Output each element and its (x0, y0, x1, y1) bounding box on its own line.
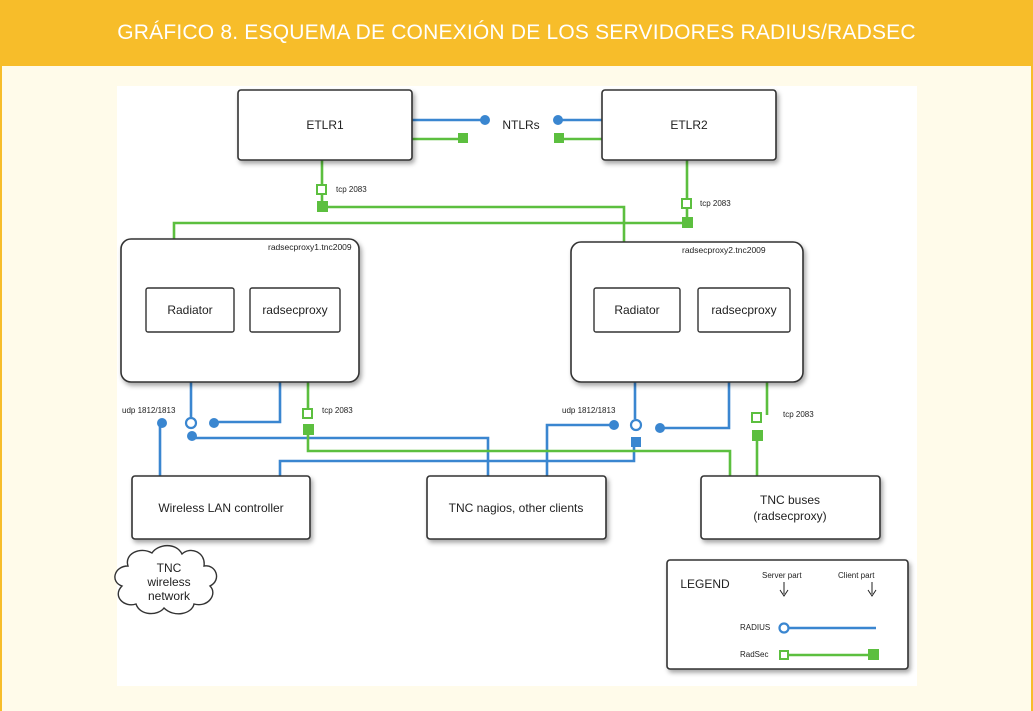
figure-title: GRÁFICO 8. ESQUEMA DE CONEXIÓN DE LOS SE… (117, 21, 916, 44)
radius-server-marker (629, 418, 643, 432)
tnc-wireless-network-cloud (114, 544, 218, 615)
legend-radsec-server-marker (779, 650, 789, 660)
radsec-client-marker (317, 201, 328, 212)
radius-client-marker (609, 420, 619, 430)
cloud-label-line3: network (148, 589, 191, 603)
radsecproxy2-host-box (570, 241, 804, 383)
radsec-client-marker (303, 424, 314, 435)
radsec-server-marker (751, 412, 762, 423)
legend-radius-label: RADIUS (740, 623, 770, 632)
radius-client-marker (157, 418, 167, 428)
buses-label-line1: TNC buses (760, 493, 820, 507)
radsec-client-marker (682, 217, 693, 228)
legend-title: LEGEND (680, 577, 730, 591)
legend-server-part-label: Server part (762, 571, 802, 580)
client-part-arrowhead (867, 589, 877, 597)
legend-radsec-label: RadSec (740, 650, 768, 659)
radius-server-marker (184, 416, 198, 430)
diagram-panel: ETLR1 ETLR2 NTLRs radsecproxy1.tnc2009 r… (0, 66, 1033, 711)
tnc-buses-box (700, 475, 881, 540)
cloud-label-line1: TNC (157, 561, 182, 575)
radius-client-marker (187, 431, 197, 441)
figure-header: GRÁFICO 8. ESQUEMA DE CONEXIÓN DE LOS SE… (0, 0, 1033, 66)
radiator2-box (593, 287, 681, 333)
legend-radius-server-marker (778, 622, 790, 634)
radius-client-marker (209, 418, 219, 428)
tnc-nagios-box (426, 475, 607, 540)
buses-label-line2: (radsecproxy) (753, 509, 826, 523)
radsec-client-marker (458, 133, 468, 143)
server-part-arrowhead (779, 589, 789, 597)
wlc-label: Wireless LAN controller (158, 501, 283, 515)
etlr2-box (601, 89, 777, 161)
ntlrs-label: NTLRs (502, 118, 539, 132)
proxy2-tcp-label: tcp 2083 (783, 410, 814, 419)
wireless-lan-controller-box (131, 475, 311, 540)
etlr2-tcp-label: tcp 2083 (700, 199, 731, 208)
etlr2-label: ETLR2 (670, 118, 708, 132)
etlr1-tcp-label: tcp 2083 (336, 185, 367, 194)
etlr1-box (237, 89, 413, 161)
radius-client-marker (631, 437, 641, 447)
radsecproxy2-label: radsecproxy (711, 303, 776, 317)
radsecproxy2-box (697, 287, 791, 333)
radsec-server-marker (681, 198, 692, 209)
radsecproxy1-host-label: radsecproxy1.tnc2009 (268, 242, 352, 252)
legend-client-part-label: Client part (838, 571, 875, 580)
legend-radsec-client-marker (868, 649, 879, 660)
etlr1-label: ETLR1 (306, 118, 344, 132)
radsecproxy1-label: radsecproxy (262, 303, 327, 317)
radiator1-box (145, 287, 235, 333)
radsecproxy1-box (249, 287, 341, 333)
proxy1-udp-label: udp 1812/1813 (122, 406, 176, 415)
radius-client-marker (655, 423, 665, 433)
radsec-server-marker (302, 408, 313, 419)
radiator1-label: Radiator (167, 303, 212, 317)
radius-client-marker (553, 115, 563, 125)
legend-box (666, 559, 909, 670)
proxy2-udp-label: udp 1812/1813 (562, 406, 616, 415)
radsec-client-marker (554, 133, 564, 143)
cloud-label-line2: wireless (146, 575, 190, 589)
radius-line-nagios-proxy2 (545, 423, 614, 476)
radiator2-label: Radiator (614, 303, 659, 317)
radsec-client-marker (752, 430, 763, 441)
connection-diagram: ETLR1 ETLR2 NTLRs radsecproxy1.tnc2009 r… (114, 86, 917, 686)
proxy1-tcp-label: tcp 2083 (322, 406, 353, 415)
radsec-line-proxy1-buses (306, 429, 732, 476)
radsecproxy1-host-box (120, 238, 360, 383)
nagios-label: TNC nagios, other clients (449, 501, 584, 515)
radsec-server-marker (316, 184, 327, 195)
radsecproxy2-host-label: radsecproxy2.tnc2009 (682, 245, 766, 255)
radius-client-marker (480, 115, 490, 125)
